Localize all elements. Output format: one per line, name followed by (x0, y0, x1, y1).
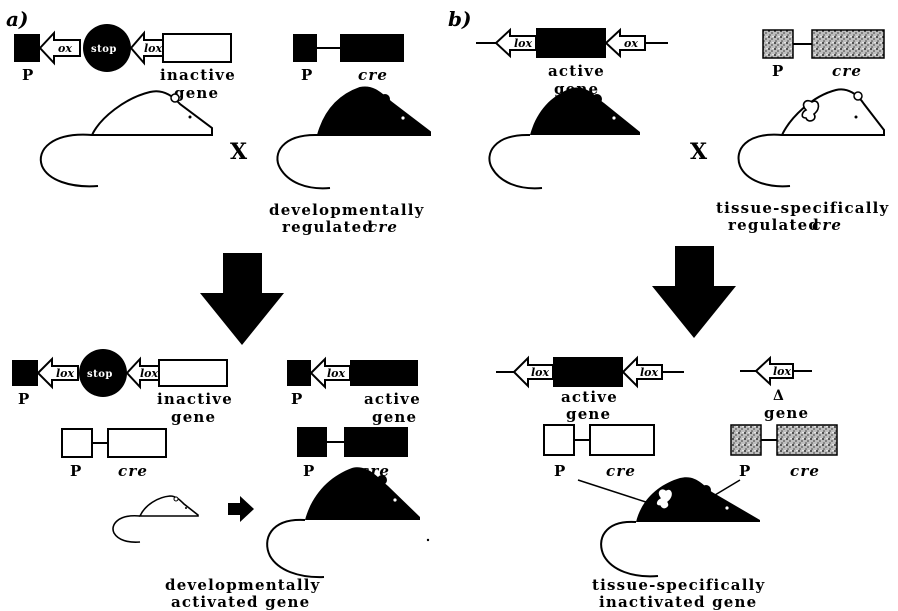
promoter-label: P (18, 390, 29, 408)
cre-box (340, 34, 404, 62)
loxp-label: ox (58, 42, 72, 55)
mouse-white-small-icon (112, 495, 199, 543)
promoter-box (14, 34, 40, 62)
construct-active-gene: lox (287, 356, 418, 390)
gene-label: gene (174, 84, 219, 102)
active-label: active (548, 62, 605, 80)
panel-b-label: b) (448, 7, 471, 31)
inactive-gene-box (162, 33, 232, 63)
promoter-label: P (301, 66, 312, 84)
promoter-label: P (70, 462, 81, 480)
svg-text:lox: lox (531, 366, 550, 379)
mouse-black-icon (488, 87, 640, 190)
construct-stop-inactive-top: ox stop lox (14, 24, 232, 72)
svg-text:lox: lox (640, 366, 659, 379)
active-label: active (364, 390, 421, 408)
organ-icon (801, 99, 820, 122)
stop-label: stop (91, 44, 117, 55)
construct-deleted-gene: lox (740, 355, 812, 387)
mouse-black-icon (276, 86, 431, 190)
developmentally-label: developmentally (165, 576, 321, 594)
promoter-label: P (22, 66, 33, 84)
regulated-label: regulated (282, 218, 374, 236)
construct-cre-developmental (293, 34, 404, 62)
loxp-arrow (38, 30, 81, 66)
mouse-black-large-icon (266, 467, 430, 579)
construct-cre-black (297, 427, 408, 457)
svg-text:lox: lox (773, 365, 792, 378)
construct-stop-inactive-bottom: lox stop lox (12, 349, 228, 397)
gene-label: gene (566, 405, 611, 423)
promoter-label: P (554, 462, 565, 480)
inactivated-gene-label: inactivated gene (599, 593, 757, 611)
construct-floxed-active-gene-bottom: lox lox (496, 355, 684, 389)
promoter-label: P (772, 62, 783, 80)
svg-text:stop: stop (87, 369, 113, 380)
promoter-label: P (303, 462, 314, 480)
stop-cassette (83, 24, 131, 72)
delta-symbol: Δ (773, 388, 784, 404)
promoter-label: P (291, 390, 302, 408)
promoter-label: P (739, 462, 750, 480)
construct-cre-white (61, 428, 167, 458)
small-arrow-right-icon (228, 496, 254, 522)
inactive-label: inactive (157, 390, 233, 408)
organ-icon (655, 488, 674, 510)
promoter-box (293, 34, 317, 62)
construct-floxed-active-gene-top: lox ox (476, 27, 668, 59)
svg-text:ox: ox (624, 37, 638, 50)
down-arrow-icon (200, 253, 284, 345)
cre-label: cre (358, 66, 388, 84)
svg-text:lox: lox (56, 367, 75, 380)
gene-label: gene (372, 408, 417, 426)
construct-cre-white (543, 424, 655, 456)
cre-label: cre (832, 62, 862, 80)
inactive-label: inactive (160, 66, 236, 84)
construct-cre-tissue-specific (730, 424, 838, 456)
active-label: active (561, 388, 618, 406)
mouse-black-organ-icon (600, 477, 760, 578)
gene-label: gene (764, 404, 809, 422)
lox-label: lox (144, 42, 163, 55)
svg-text:lox: lox (140, 367, 159, 380)
svg-text:lox: lox (327, 367, 346, 380)
mouse-white-icon (737, 88, 885, 188)
gene-label: gene (171, 408, 216, 426)
cre-label: cre (368, 218, 398, 236)
cre-label: cre (790, 462, 820, 480)
cre-label: cre (606, 462, 636, 480)
cre-label: cre (118, 462, 148, 480)
activated-gene-label: activated gene (171, 593, 310, 611)
svg-text:lox: lox (514, 37, 533, 50)
developmentally-label: developmentally (269, 201, 425, 219)
cross-symbol: X (230, 139, 248, 165)
panel-a-label: a) (6, 7, 28, 31)
tissue-specifically-label: tissue-specifically (716, 199, 889, 217)
down-arrow-icon (652, 246, 736, 338)
construct-cre-tissue-specific (762, 29, 885, 59)
cre-label: cre (812, 216, 842, 234)
tissue-specifically-label: tissue-specifically (592, 576, 765, 594)
regulated-label: regulated (728, 216, 820, 234)
mouse-white-icon (39, 90, 213, 188)
cross-symbol: X (690, 139, 708, 165)
pointer-line (577, 479, 653, 505)
